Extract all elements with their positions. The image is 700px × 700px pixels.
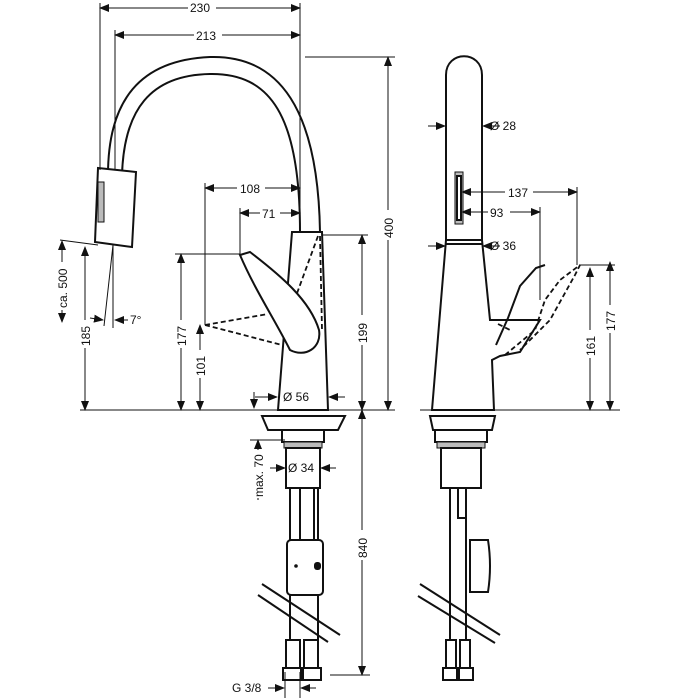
dim-7-degrees: 7° — [130, 313, 142, 327]
dim-840: 840 — [356, 538, 370, 558]
front-spray-head — [93, 166, 138, 249]
dim-ca-500: ca. 500 — [56, 268, 70, 308]
front-lever — [238, 250, 321, 354]
dim-199: 199 — [356, 323, 370, 343]
side-view — [417, 55, 581, 681]
dim-diameter-28: Ø 28 — [490, 119, 516, 133]
dim-71: 71 — [262, 207, 276, 221]
dim-108: 108 — [240, 182, 260, 196]
side-check-valve-box — [469, 539, 491, 593]
dim-max-70: max. 70 — [252, 454, 266, 497]
dim-185: 185 — [79, 326, 93, 346]
dim-101: 101 — [194, 356, 208, 376]
dim-diameter-34: Ø 34 — [288, 461, 314, 475]
dim-side-177: 177 — [604, 311, 618, 331]
dim-213: 213 — [196, 29, 216, 43]
dim-137: 137 — [508, 186, 528, 200]
side-lever — [495, 264, 546, 346]
dim-diameter-36: Ø 36 — [490, 239, 516, 253]
dim-177: 177 — [175, 326, 189, 346]
dim-230: 230 — [190, 1, 210, 15]
side-dimensions: Ø 28 137 93 Ø 36 161 177 — [420, 119, 620, 411]
side-body — [430, 239, 542, 411]
dim-g-3-8: G 3/8 — [232, 681, 262, 695]
dim-diameter-56: Ø 56 — [283, 390, 309, 404]
front-check-valve-box — [286, 539, 324, 596]
front-view — [93, 55, 347, 681]
dim-93: 93 — [490, 206, 504, 220]
dim-161: 161 — [584, 336, 598, 356]
front-spout — [107, 55, 321, 233]
dim-400: 400 — [382, 218, 396, 238]
front-dimensions: 230 213 108 71 400 199 177 101 185 ca. — [54, 0, 396, 698]
